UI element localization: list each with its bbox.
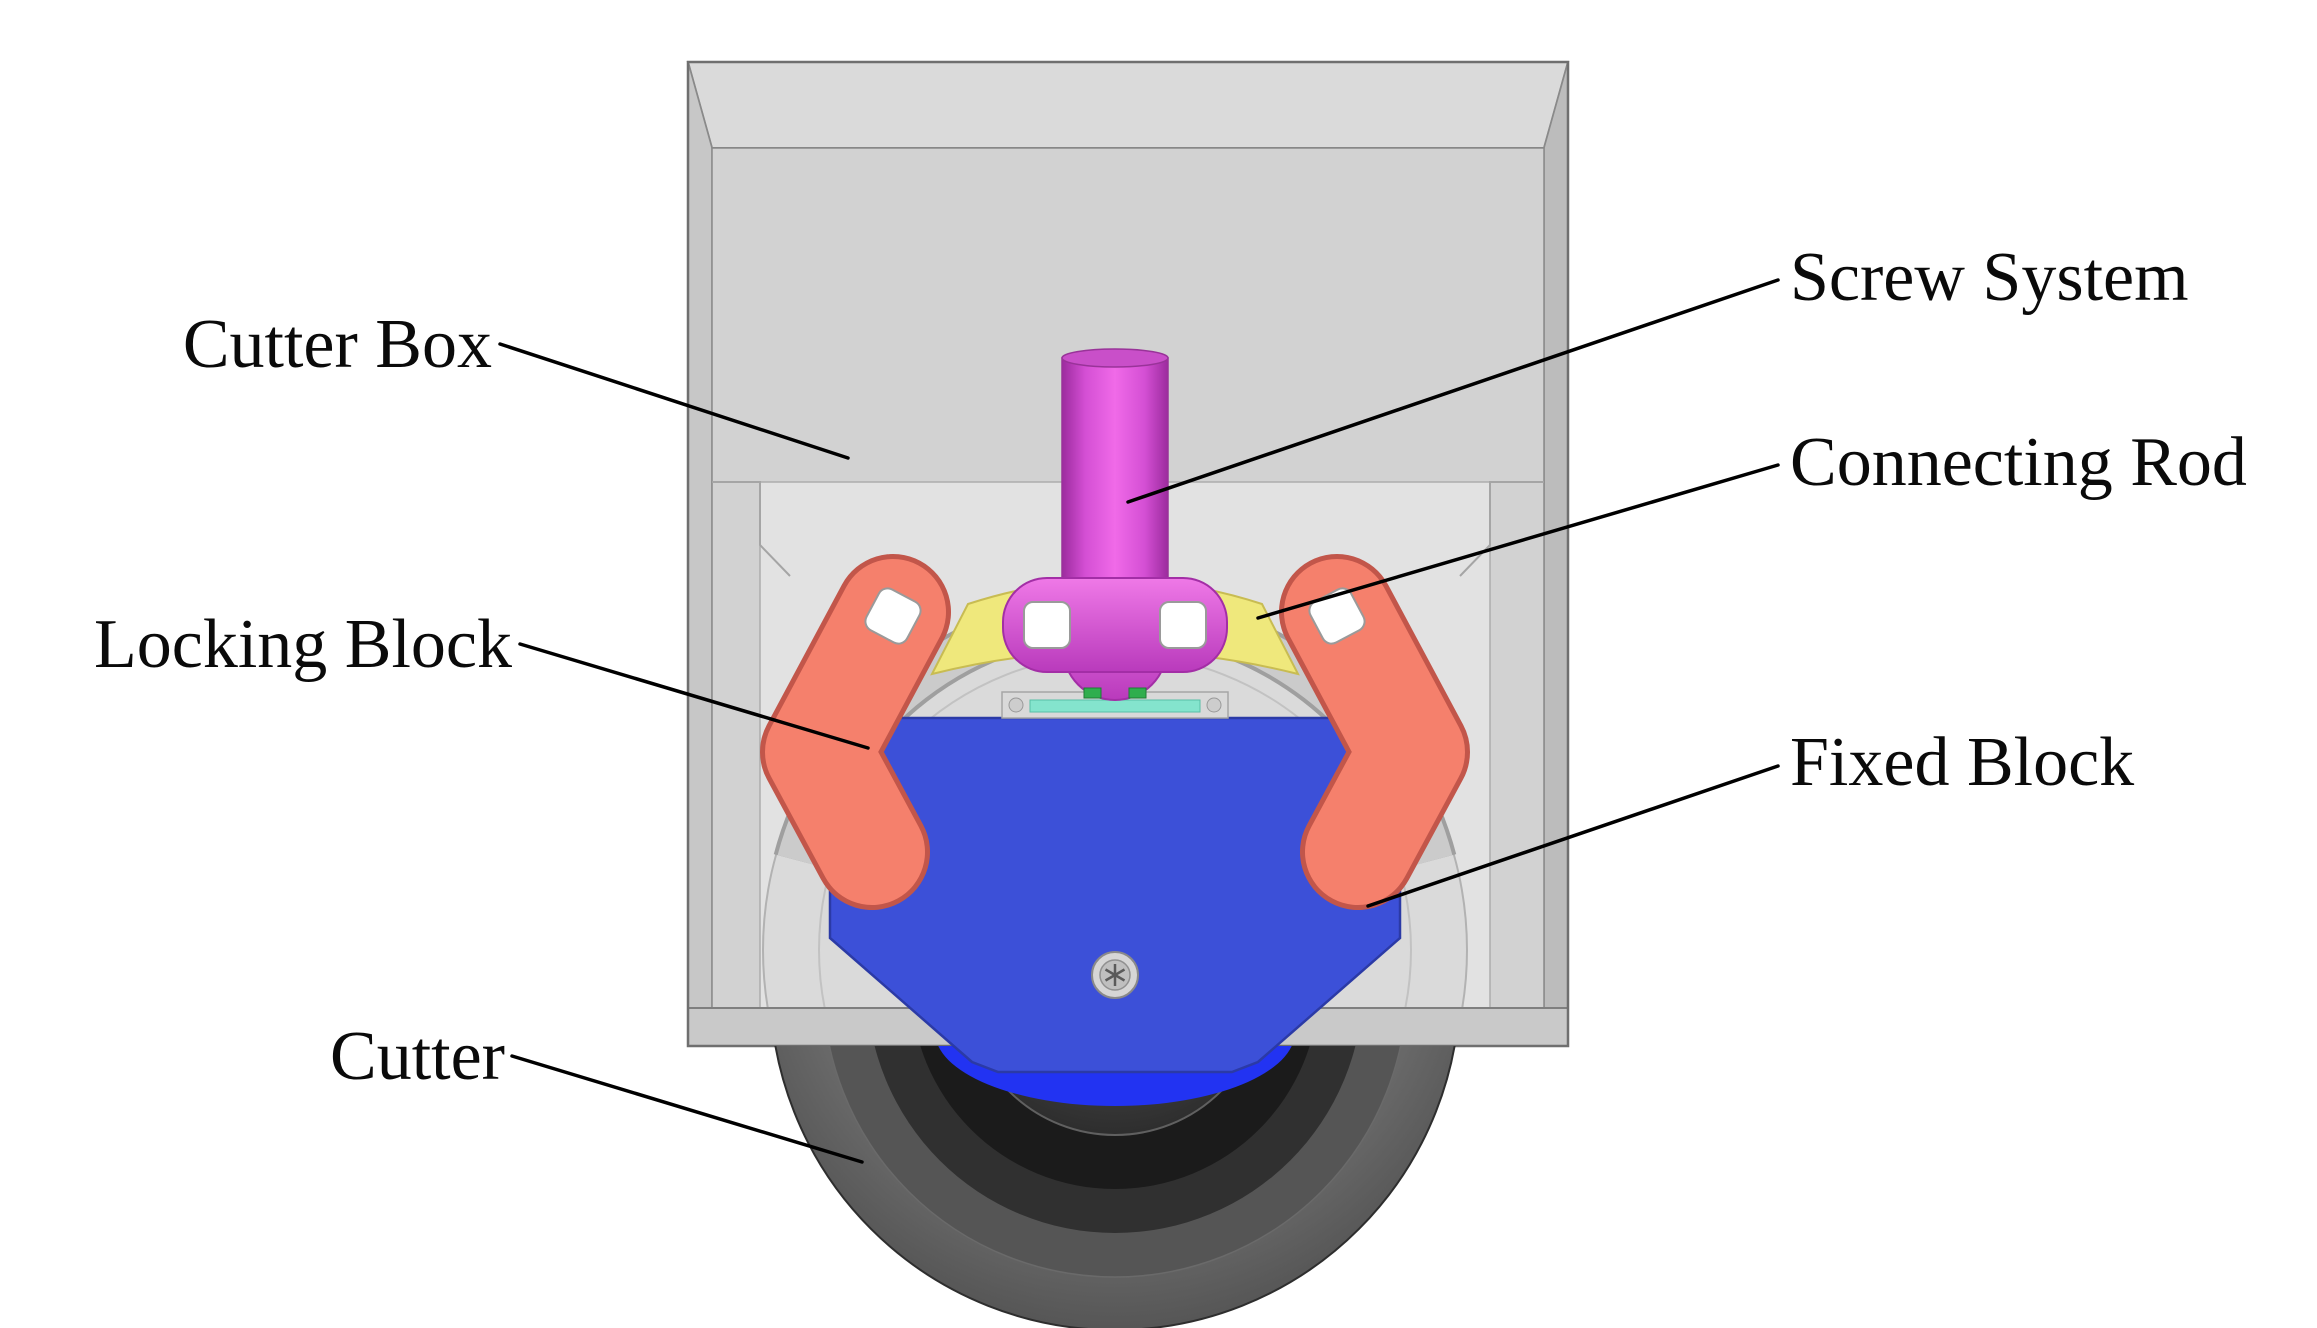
mount-plate-pin-right	[1206, 697, 1222, 713]
label-fixed-block: Fixed Block	[1790, 724, 2135, 801]
screw-nut-hole-left	[1023, 601, 1071, 649]
screw-nut-hole-right	[1159, 601, 1207, 649]
fixed-block	[828, 716, 1402, 1074]
screw-green-tab-right	[1128, 687, 1147, 699]
leader-connecting-rod	[1256, 463, 1780, 620]
locking-block-right-body	[1284, 559, 1465, 905]
leader-screw-system	[1126, 278, 1780, 504]
locking-block-right	[1279, 554, 1470, 910]
leader-cutter	[510, 1054, 864, 1164]
screw-cylinder-top	[1061, 348, 1169, 368]
leader-fixed-block	[1366, 764, 1780, 908]
label-locking-block: Locking Block	[94, 606, 512, 683]
locking-block-right-hole	[1308, 587, 1366, 645]
label-connecting-rod: Connecting Rod	[1790, 424, 2247, 501]
cutter-box-cavity-step-left	[712, 481, 791, 577]
label-screw-system: Screw System	[1790, 239, 2189, 316]
screw-cylinder	[1061, 357, 1169, 607]
locking-block-left-hole	[864, 587, 922, 645]
screw-system	[1002, 348, 1228, 701]
mount-plate-teal-strip	[1029, 699, 1201, 713]
cutter-box-left-edge	[687, 61, 713, 1009]
label-cutter: Cutter	[330, 1018, 505, 1095]
leader-locking-block	[518, 642, 870, 750]
cutter-box-top-face	[686, 61, 1570, 149]
leader-cutter-box	[498, 342, 850, 460]
mount-plate-pin-left	[1008, 697, 1024, 713]
cutter-box-right-edge	[1543, 61, 1569, 1009]
locking-block-left-body	[765, 559, 946, 905]
fixed-block-bolt	[1091, 951, 1139, 999]
locking-block-left	[760, 554, 951, 910]
screw-green-tab-left	[1083, 687, 1102, 699]
label-cutter-box: Cutter Box	[182, 306, 492, 383]
bolt-star-icon	[1104, 964, 1126, 986]
leader-lines	[498, 278, 1780, 1164]
cutter-box-cavity-step-right	[1459, 481, 1544, 577]
